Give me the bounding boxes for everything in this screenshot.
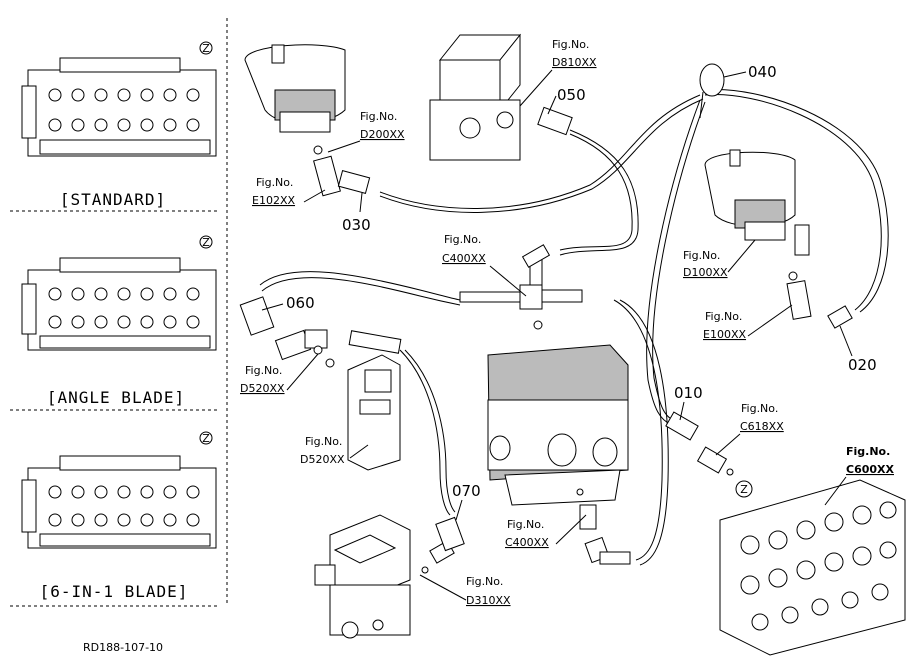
fig-prefix-d520-b: Fig.No.	[305, 435, 342, 448]
angle-blade-valve-drawing	[21, 257, 217, 351]
six-in-one-zone-letter: Z	[202, 432, 210, 445]
fig-d310: D310XX	[466, 594, 511, 607]
zone-z-marker	[735, 480, 753, 498]
fig-d520-a: D520XX	[240, 382, 285, 395]
fig-c618: C618XX	[740, 420, 784, 433]
fig-prefix-d100: Fig.No.	[683, 249, 720, 262]
fig-d100: D100XX	[683, 266, 728, 279]
fig-e100: E100XX	[703, 328, 746, 341]
variant-label-angle-blade: [ANGLE BLADE]	[47, 388, 185, 407]
angle-zone-letter: Z	[202, 236, 210, 249]
fitting-c618-drawing	[665, 411, 734, 476]
band-clip-040-drawing	[699, 63, 725, 119]
fig-prefix-d520-a: Fig.No.	[245, 364, 282, 377]
part-060: 060	[286, 294, 315, 312]
pilot-valve-drawing	[429, 33, 573, 161]
part-030: 030	[342, 216, 371, 234]
part-020: 020	[848, 356, 877, 374]
left-swivel-drawing	[239, 296, 402, 368]
standard-zone-marker	[199, 41, 213, 55]
variant-label-6-in-1-blade: [6-IN-1 BLADE]	[40, 582, 189, 601]
angle-zone-marker	[199, 235, 213, 249]
control-valve-drawing	[719, 479, 906, 656]
left-joystick-drawing	[244, 44, 371, 197]
center-tee-fitting-drawing	[459, 244, 583, 330]
fig-prefix-c600: Fig.No.	[846, 445, 890, 458]
bottom-valve-drawing	[314, 514, 465, 639]
fig-prefix-c400-bot: Fig.No.	[507, 518, 544, 531]
fig-c600: C600XX	[846, 463, 895, 476]
right-joystick-drawing	[704, 149, 853, 329]
fig-prefix-e102: Fig.No.	[256, 176, 293, 189]
part-040: 040	[748, 63, 777, 81]
fig-c400-top: C400XX	[442, 252, 486, 265]
drawing-reference: RD188-107-10	[83, 641, 163, 654]
standard-zone-letter: Z	[202, 42, 210, 55]
fig-d200: D200XX	[360, 128, 405, 141]
variant-label-standard: [STANDARD]	[60, 190, 166, 209]
fig-prefix-c618: Fig.No.	[741, 402, 778, 415]
bottom-elbow-fitting-drawing	[576, 488, 631, 565]
six-in-one-zone-marker	[199, 431, 213, 445]
fig-prefix-d310: Fig.No.	[466, 575, 503, 588]
fig-e102: E102XX	[252, 194, 295, 207]
zone-z-letter: Z	[740, 483, 748, 496]
hoses	[259, 89, 889, 566]
part-070: 070	[452, 482, 481, 500]
fig-prefix-e100: Fig.No.	[705, 310, 742, 323]
standard-valve-drawing	[21, 57, 217, 157]
variant-panel: Z [STANDARD] Z [ANGLE BLADE]	[10, 18, 228, 607]
bracket-block-drawing	[347, 354, 401, 471]
fig-prefix-c400-top: Fig.No.	[444, 233, 481, 246]
six-in-one-valve-drawing	[21, 455, 217, 549]
fig-prefix-d810: Fig.No.	[552, 38, 589, 51]
fig-c400-bot: C400XX	[505, 536, 549, 549]
part-010: 010	[674, 384, 703, 402]
fig-d810: D810XX	[552, 56, 597, 69]
fig-d520-b: D520XX	[300, 453, 345, 466]
fig-prefix-d200: Fig.No.	[360, 110, 397, 123]
center-pump-drawing	[487, 344, 629, 506]
part-050: 050	[557, 86, 586, 104]
